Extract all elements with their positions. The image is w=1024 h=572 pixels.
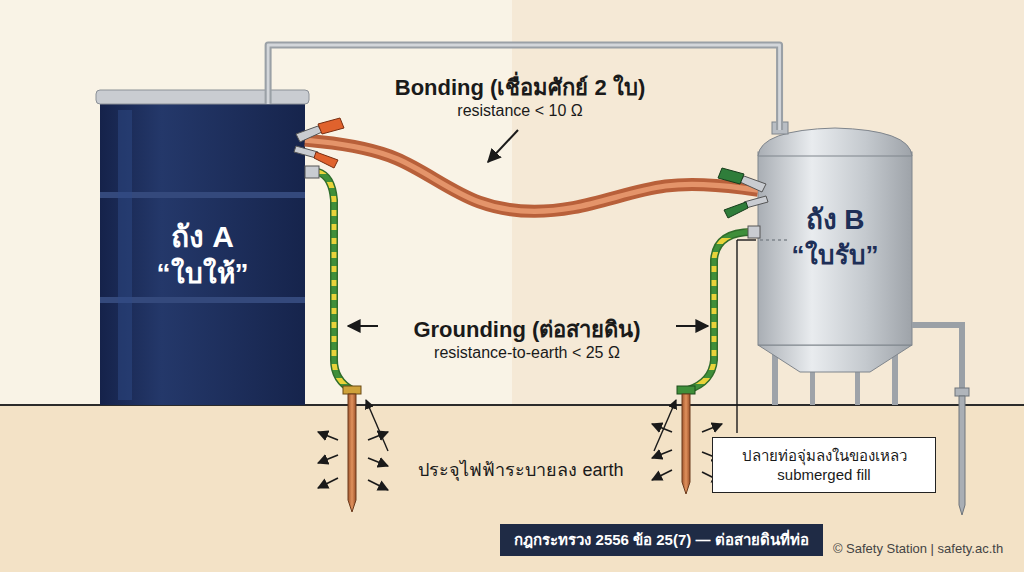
leader-arrow xyxy=(676,325,708,327)
leader-line xyxy=(737,239,756,240)
ground-rod xyxy=(348,394,356,512)
bonding-label: Bonding (เชื่อมศักย์ 2 ใบ) xyxy=(395,70,645,105)
bonding-cable-group xyxy=(305,140,758,211)
clamp-a xyxy=(294,118,344,168)
tank-bottom xyxy=(758,345,912,372)
tank-b: ถัง B“ใบรับ” xyxy=(758,130,912,345)
ground-wire xyxy=(688,232,752,390)
submerged-pipe xyxy=(760,239,790,240)
transfer-pipe-highlight xyxy=(268,45,779,130)
node-subtext: submerged fill xyxy=(777,465,870,485)
leader-arrow xyxy=(654,400,676,451)
drum-body xyxy=(100,102,305,405)
watermark: © Safety Station | safety.ac.th xyxy=(833,541,1003,556)
ground-rod xyxy=(682,394,690,494)
bonding-cable xyxy=(305,140,758,211)
regulation-band: กฎกระทรวง 2556 ข้อ 25(7) — ต่อสายดินที่ท… xyxy=(500,524,823,556)
ground-wire xyxy=(318,172,352,390)
node-heading: กฎกระทรวง 2556 ข้อ 25(7) — ต่อสายดินที่ท… xyxy=(514,530,808,550)
node-heading: ถัง B xyxy=(806,202,865,238)
ground-wire xyxy=(688,232,752,390)
pipe-ground-rod xyxy=(959,396,965,515)
transfer-pipe-group xyxy=(268,45,779,130)
grounding-value: resistance-to-earth < 25 Ω xyxy=(434,344,620,362)
ground xyxy=(0,405,1024,572)
node-subtext: “ใบให้” xyxy=(157,256,249,292)
discharge-note: ประจุไฟฟ้าระบายลง earth xyxy=(418,455,623,484)
callout-box: ปลายท่อจุ่มลงในของเหลวsubmerged fill xyxy=(712,437,936,493)
bonding-value: resistance < 10 Ω xyxy=(457,102,582,120)
leader-arrow xyxy=(348,325,378,327)
ground-wire xyxy=(318,172,352,390)
transfer-pipe xyxy=(268,45,779,130)
leader-line xyxy=(736,240,737,433)
ground-lug xyxy=(748,226,760,238)
node-subtext: “ใบรับ” xyxy=(792,239,879,273)
leader-arrow xyxy=(488,130,518,162)
node-heading: ถัง A xyxy=(171,217,234,256)
clamp-b xyxy=(718,168,768,218)
ground-lug xyxy=(305,166,319,178)
drum-rim xyxy=(96,90,309,104)
rod-clamp xyxy=(677,386,695,394)
pipe-clamp xyxy=(955,388,969,396)
leader-arrow xyxy=(366,400,388,451)
bonding-cable-highlight xyxy=(305,140,758,211)
outlet-pipe xyxy=(912,325,962,392)
drum-highlight xyxy=(118,110,132,400)
node-heading: ปลายท่อจุ่มลงในของเหลว xyxy=(742,446,907,466)
drum-a: ถัง A“ใบให้” xyxy=(100,104,305,405)
tank-body xyxy=(758,152,912,345)
rod-clamp xyxy=(343,386,361,394)
grounding-label: Grounding (ต่อสายดิน) xyxy=(413,312,640,347)
